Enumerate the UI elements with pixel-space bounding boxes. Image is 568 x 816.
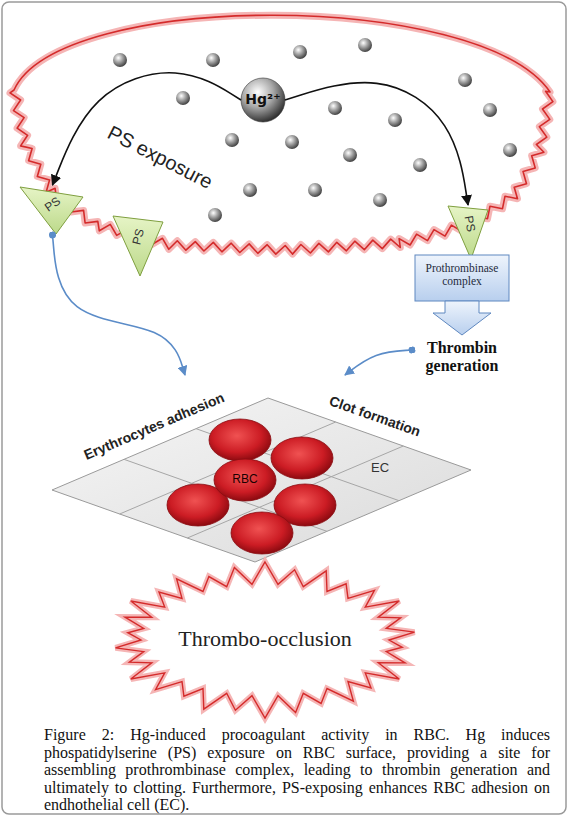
endothelium-plane: Erythrocytes adhesionClot formationECRBC [50, 375, 480, 565]
cell-label: EC [365, 461, 395, 476]
ps-triangle [113, 216, 163, 276]
ps-triangle [20, 187, 83, 234]
outcome-label: Thrombo-occlusion [105, 626, 425, 651]
ps-marker: PS [20, 185, 85, 235]
complex-box: Prothrombinase complexThrombin generatio… [412, 255, 512, 380]
complex-label: Prothrombinase complex [415, 262, 509, 288]
block-arrow [433, 301, 491, 335]
rbc-ellipse: RBC [213, 458, 277, 502]
ps-marker: PS [447, 205, 489, 260]
endothelial-cell-border [120, 422, 336, 514]
ion-circle: Hg²⁺ [241, 78, 285, 122]
endothelial-cell-border [196, 429, 399, 501]
endothelial-cell-border [124, 459, 327, 531]
result-label: Thrombin generation [412, 339, 512, 376]
ps-marker: PS [112, 215, 164, 277]
effect-arrow [345, 350, 412, 375]
ion-label: Hg²⁺ [233, 91, 293, 107]
complex-box [415, 255, 509, 301]
red-blood-cell [214, 459, 276, 501]
cell-membrane-line [10, 15, 553, 254]
figure-caption: Figure 2: Hg-induced procoagulant activi… [44, 726, 550, 814]
outcome-burst: Thrombo-occlusion [105, 560, 425, 720]
endothelial-cell-border [187, 446, 403, 538]
cell-membrane-glow [10, 15, 553, 254]
effect-arrow [53, 235, 186, 375]
cell-label: RBC [213, 473, 277, 487]
